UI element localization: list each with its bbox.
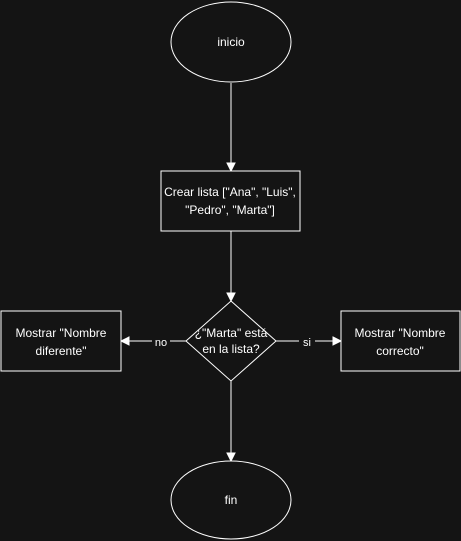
- edge-create-list-to-decision: [226, 231, 236, 303]
- edge-label-no: no: [155, 337, 167, 349]
- edge-start-to-create-list: [226, 83, 236, 173]
- node-show-different: Mostrar "Nombre diferente": [0, 310, 122, 372]
- node-end-label: fin: [225, 493, 238, 507]
- node-decision-line1: ¿"Marta" está: [195, 326, 268, 340]
- edge-decision-to-show-correct: si: [276, 335, 343, 349]
- node-create-list-line1: Crear lista ["Ana", "Luis",: [164, 185, 296, 199]
- node-show-different-line2: diferente": [36, 344, 87, 358]
- node-decision-line2: en la lista?: [202, 342, 260, 356]
- node-start-label: inicio: [217, 35, 245, 49]
- arrowhead-icon: [226, 292, 236, 303]
- edge-decision-to-end: [226, 381, 236, 463]
- node-decision: ¿"Marta" está en la lista?: [185, 300, 277, 382]
- arrowhead-icon: [226, 162, 236, 173]
- arrowhead-icon: [119, 336, 130, 346]
- node-create-list: Crear lista ["Ana", "Luis", "Pedro", "Ma…: [160, 170, 301, 232]
- edge-decision-to-show-different: no: [119, 335, 186, 349]
- node-start: inicio: [170, 1, 292, 83]
- node-show-correct: Mostrar "Nombre correcto": [340, 310, 461, 372]
- arrowhead-icon: [332, 336, 343, 346]
- node-show-correct-line1: Mostrar "Nombre: [355, 326, 446, 340]
- node-show-different-line1: Mostrar "Nombre: [16, 326, 107, 340]
- arrowhead-icon: [226, 452, 236, 463]
- node-show-correct-line2: correcto": [376, 344, 424, 358]
- node-end: fin: [170, 460, 292, 540]
- node-create-list-line2: "Pedro", "Marta"]: [185, 203, 275, 217]
- edge-label-si: si: [303, 337, 311, 349]
